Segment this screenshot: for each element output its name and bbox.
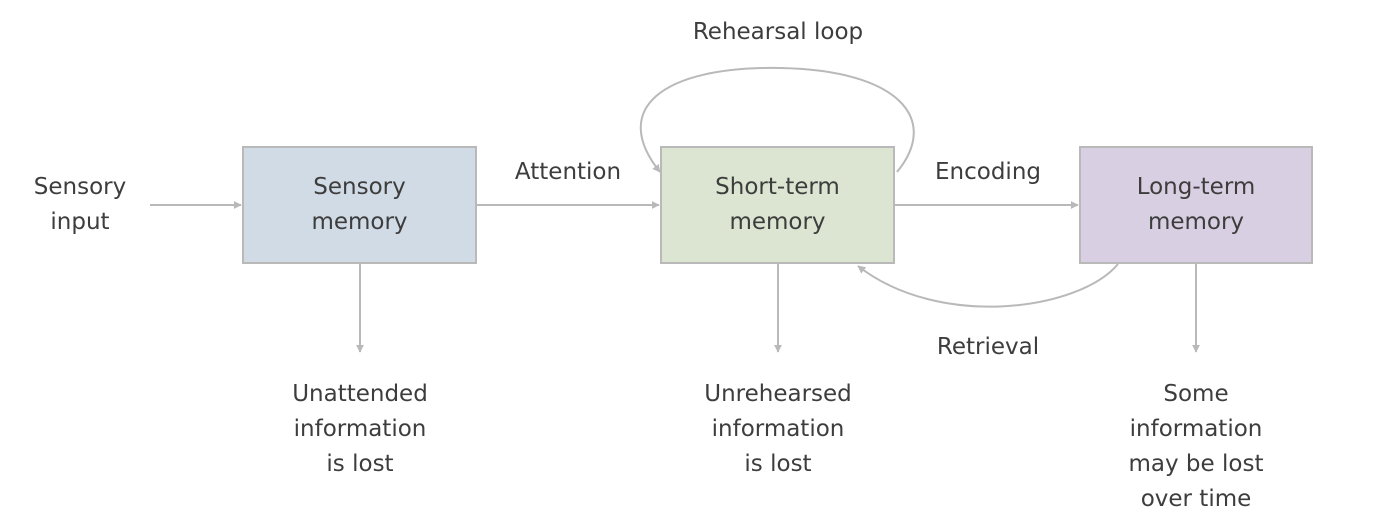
short-term-memory-box: Short-term memory — [660, 146, 895, 264]
sensory-input-label: Sensory input — [33, 174, 127, 235]
attention-label: Attention — [514, 159, 622, 185]
long-term-loss-label: Some information may be lost over time — [1128, 381, 1264, 512]
long-term-memory-box: Long-term memory — [1079, 146, 1313, 264]
rehearsal-loop-arrow — [639, 66, 915, 173]
retrieval-label: Retrieval — [936, 334, 1040, 360]
encoding-label: Encoding — [935, 159, 1041, 185]
sensory-memory-box: Sensory memory — [242, 146, 477, 264]
short-term-loss-label: Unrehearsed information is lost — [704, 381, 852, 477]
retrieval-arrow — [857, 263, 1119, 308]
rehearsal-loop-label: Rehearsal loop — [692, 19, 864, 45]
sensory-loss-label: Unattended information is lost — [292, 381, 428, 477]
